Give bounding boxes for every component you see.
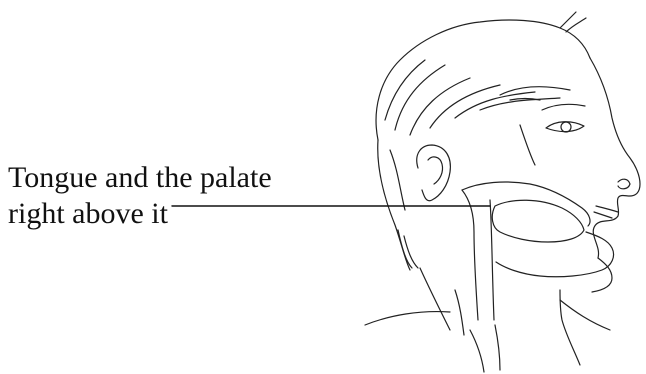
ear-inner <box>428 157 443 184</box>
hair-neck-strands <box>398 230 418 268</box>
ear <box>417 145 451 201</box>
cheek-lines <box>510 99 540 166</box>
annotation-line-2: right above it <box>8 196 272 232</box>
neck-back <box>420 268 464 335</box>
eye-iris <box>561 122 571 132</box>
annotation-label: Tongue and the palate right above it <box>8 160 272 232</box>
lower-jaw <box>496 232 614 277</box>
nostril <box>618 179 630 189</box>
eyebrow <box>542 104 585 110</box>
neck-front <box>560 290 580 365</box>
lips <box>594 206 618 218</box>
collar-lines <box>470 325 500 372</box>
face-profile <box>590 58 640 258</box>
tongue-outline <box>492 200 584 242</box>
shoulder-line <box>365 300 610 330</box>
hair-tuft <box>560 12 586 32</box>
annotation-line-1: Tongue and the palate <box>8 160 272 196</box>
palate-outline <box>462 182 590 226</box>
eye <box>546 122 584 132</box>
chin <box>592 258 612 292</box>
throat-back <box>462 190 478 320</box>
